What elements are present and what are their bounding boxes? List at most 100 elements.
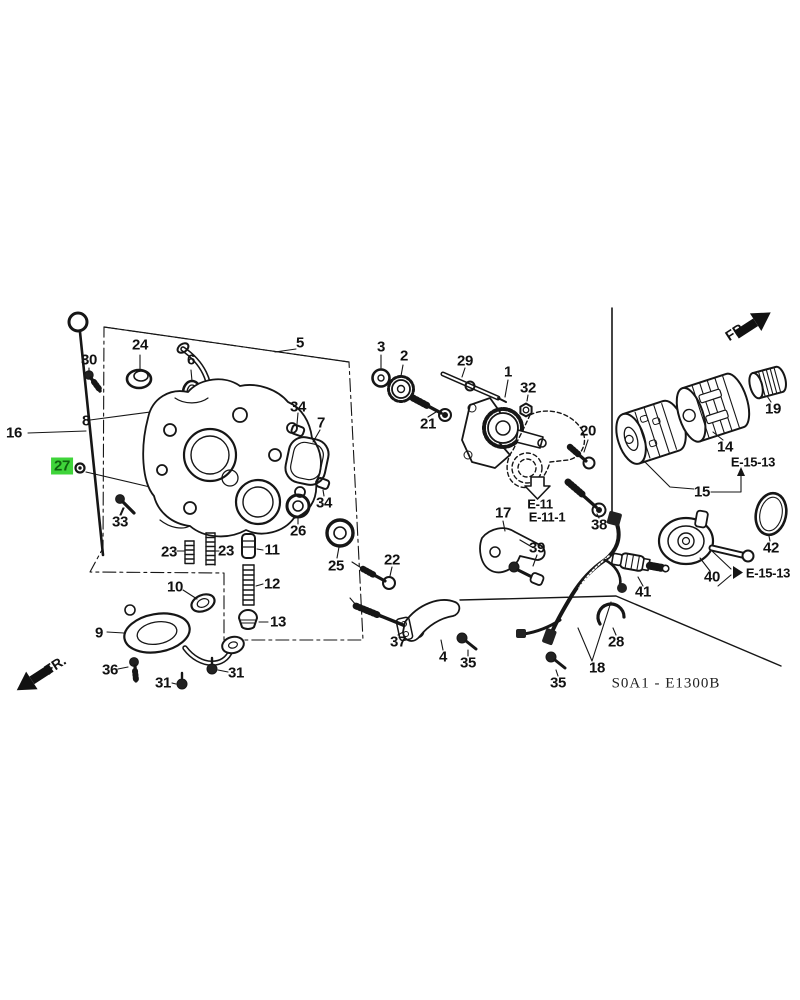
callout-29: 29 [457, 352, 473, 370]
part-spring-12 [242, 564, 264, 606]
part-seal-26 [285, 493, 311, 525]
callout-16: 16 [6, 424, 22, 442]
callout-23: 23 [161, 543, 177, 561]
part-bolt-33 [115, 494, 136, 516]
callout-39: 39 [529, 539, 545, 557]
part-dipstick [27, 311, 105, 557]
filter-leaders [643, 395, 772, 490]
part-filter-element-15 [615, 399, 687, 465]
part-bushing-24 [125, 354, 153, 390]
callout-32: 32 [520, 379, 536, 397]
callout-5: 5 [296, 334, 304, 352]
callout-19: 19 [765, 400, 781, 418]
part-grommet [74, 462, 151, 488]
callout-12: 12 [264, 575, 280, 593]
part-cap-11 [241, 533, 264, 559]
part-sensor-41-leader [637, 576, 644, 587]
callout-41: 41 [635, 583, 651, 601]
part-washer-3 [371, 354, 391, 388]
callout-2: 2 [400, 347, 408, 365]
part-valve-13 [238, 609, 269, 630]
callout-17: 17 [495, 504, 511, 522]
callout-10: 10 [167, 578, 183, 596]
ref-label-e-11: E-11 [527, 496, 553, 512]
part-oring-42 [754, 491, 788, 542]
callout-9: 9 [95, 624, 103, 642]
callout-35: 35 [550, 674, 566, 692]
misc-leaders [119, 348, 297, 516]
part-bolts-35 [456, 632, 567, 677]
callout-6: 6 [187, 351, 195, 369]
part-oil-pump-case [142, 378, 322, 538]
part-bolt-22 [351, 561, 396, 590]
ref-label-e-15-13: E-15-13 [745, 565, 791, 581]
callout-33: 33 [112, 513, 128, 531]
callout-15: 15 [694, 483, 710, 501]
part-shaft-29 [440, 367, 507, 403]
callout-34: 34 [290, 398, 306, 416]
callout-8: 8 [82, 412, 90, 430]
part-harness-18 [516, 511, 627, 662]
part-springs-23 [176, 532, 220, 566]
part-bracket-4 [395, 599, 461, 651]
part-bolt-21 [409, 394, 452, 422]
refer-arrow-down-icon [524, 476, 551, 500]
part-gasket-7 [284, 429, 330, 486]
part-oil-filter-14 [675, 372, 751, 443]
part-filter-base-40 [657, 509, 755, 572]
callout-18: 18 [589, 659, 605, 677]
callout-4: 4 [439, 648, 447, 666]
callout-37: 37 [390, 633, 406, 651]
part-seal-25 [325, 518, 355, 559]
section-divider-lines [459, 307, 782, 667]
part-oil-strainer-9 [106, 604, 245, 666]
callout-35: 35 [460, 654, 476, 672]
callout-1: 1 [504, 363, 512, 381]
part-sensor-41 [611, 552, 670, 573]
part-bracket-17 [479, 520, 546, 574]
part-strainer-gasket-10 [182, 589, 216, 613]
callout-3: 3 [377, 338, 385, 356]
part-clip-34b [315, 477, 331, 497]
callout-31: 31 [228, 664, 244, 682]
callout-30: 30 [81, 351, 97, 369]
part-nut-32 [519, 394, 533, 418]
part-bolt-20 [566, 439, 596, 470]
callout-31: 31 [155, 674, 171, 692]
fr-arrow-bottom-left-icon [16, 664, 54, 691]
callout-24: 24 [132, 336, 148, 354]
refer-arrow-e1513-lower [711, 550, 743, 587]
callout-36: 36 [102, 661, 118, 679]
part-bolt-36 [117, 657, 139, 683]
callout-23: 23 [218, 542, 234, 560]
assembly-boundary-box [89, 326, 364, 641]
ref-label-e-15-13: E-15-13 [730, 454, 776, 470]
callout-11: 11 [264, 541, 280, 559]
callout-40: 40 [704, 568, 720, 586]
part-bolt-38 [564, 478, 607, 519]
callout-20: 20 [580, 422, 596, 440]
part-clip-34a [290, 412, 306, 437]
diagram-code: S0A1 - E1300B [611, 675, 721, 692]
callout-25: 25 [328, 557, 344, 575]
callout-7: 7 [317, 414, 325, 432]
part-clip-28 [596, 602, 626, 636]
ref-label-e-11-1: E-11-1 [528, 509, 566, 525]
refer-arrow-e1513-upper [710, 467, 745, 493]
callout-34: 34 [316, 494, 332, 512]
callout-38: 38 [591, 516, 607, 534]
part-bolts-31 [171, 656, 229, 690]
part-oil-pump-1 [461, 379, 547, 469]
callout-13: 13 [270, 613, 286, 631]
callout-42: 42 [763, 539, 779, 557]
part-sensor-39 [508, 554, 545, 586]
callout-22: 22 [384, 551, 400, 569]
part-bolt-30 [84, 367, 103, 393]
part-fitting-19 [748, 365, 787, 400]
callout-27: 27 [51, 457, 73, 475]
part-gear-2 [387, 364, 415, 403]
callout-26: 26 [290, 522, 306, 540]
callout-21: 21 [420, 415, 436, 433]
